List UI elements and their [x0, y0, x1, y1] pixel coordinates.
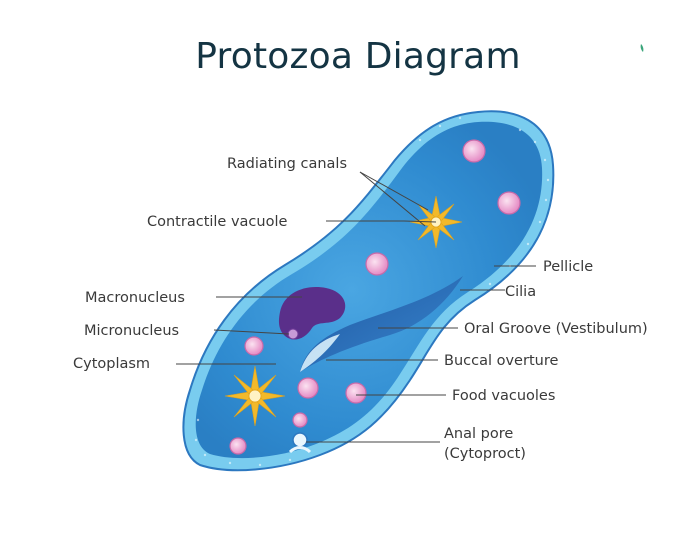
label-pellicle: Pellicle	[543, 259, 593, 275]
label-cytoplasm: Cytoplasm	[73, 356, 150, 372]
label-radiating-canals: Radiating canals	[227, 156, 347, 172]
food-vacuole	[298, 378, 318, 398]
label-cilia: Cilia	[505, 284, 536, 300]
label-food-vacuoles: Food vacuoles	[452, 388, 555, 404]
food-vacuole	[245, 337, 263, 355]
label-oral-groove: Oral Groove (Vestibulum)	[464, 321, 648, 337]
micronucleus-shape	[288, 329, 298, 339]
food-vacuole	[366, 253, 388, 275]
food-vacuole	[498, 192, 520, 214]
label-micronucleus: Micronucleus	[84, 323, 179, 339]
label-anal-pore: Anal pore	[444, 426, 513, 442]
label-contractile-vacuole: Contractile vacuole	[147, 214, 287, 230]
food-vacuole	[230, 438, 246, 454]
food-vacuole	[293, 413, 307, 427]
label-cytoproct: (Cytoproct)	[444, 446, 526, 462]
label-buccal-overture: Buccal overture	[444, 353, 558, 369]
brand-leaf-icon	[641, 44, 644, 52]
food-vacuole	[346, 383, 366, 403]
contractile-vacuole-lower	[225, 366, 285, 426]
food-vacuole	[463, 140, 485, 162]
label-macronucleus: Macronucleus	[85, 290, 185, 306]
